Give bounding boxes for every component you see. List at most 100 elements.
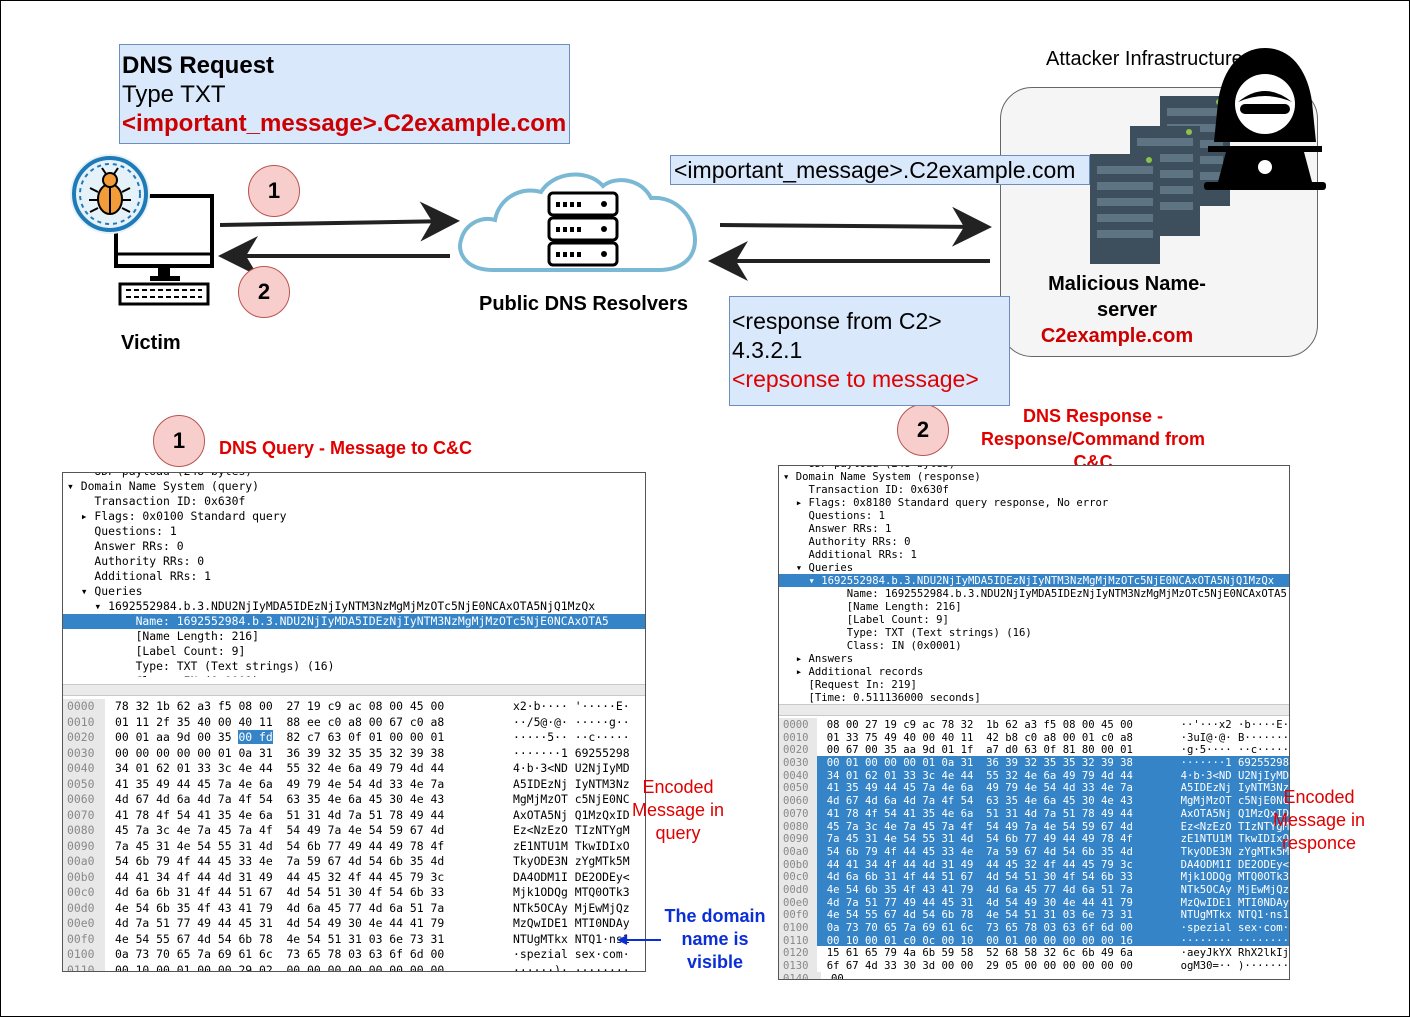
- tree-line[interactable]: Answer RRs: 1: [783, 523, 892, 535]
- tree-line[interactable]: [Label Count: 9]: [67, 644, 246, 658]
- query-capture-panel: UDP payload (248 bytes)▾ Domain Name Sys…: [62, 472, 646, 972]
- step-badge-2-top: 2: [238, 266, 290, 318]
- tree-line[interactable]: ▸ Flags: 0x0100 Standard query: [67, 509, 287, 523]
- tree-line[interactable]: ▾ Queries: [67, 584, 143, 598]
- tree-line[interactable]: [Time: 0.511136000 seconds]: [783, 692, 981, 704]
- tree-line[interactable]: Transaction ID: 0x630f: [67, 494, 246, 508]
- tree-line[interactable]: ▾ Queries: [783, 562, 854, 574]
- hex-ascii: ·······1 69255298: [1172, 756, 1289, 769]
- hex-ascii: ··/5@·@· ·····g··: [513, 714, 630, 729]
- tree-line[interactable]: Questions: 1: [67, 524, 177, 538]
- tree-line[interactable]: ▸ Flags: 0x8180 Standard query response,…: [783, 497, 1109, 509]
- tree-line[interactable]: Transaction ID: 0x630f: [783, 484, 949, 496]
- hex-offset: 00c0: [63, 885, 105, 901]
- tree-line[interactable]: Class: IN (0x0001): [783, 640, 962, 652]
- tree-line[interactable]: ▸ Answers: [783, 653, 854, 665]
- response-pane-divider[interactable]: [779, 704, 1289, 716]
- tree-line[interactable]: Answer RRs: 0: [67, 539, 184, 553]
- hex-offset: 00a0: [779, 844, 817, 858]
- hex-offset: 0020: [63, 730, 105, 746]
- tree-line[interactable]: Additional RRs: 1: [783, 549, 917, 561]
- hex-bytes: 41 35 49 44 45 7a 4e 6a 49 79 4e 54 4d 3…: [115, 776, 445, 791]
- tree-line[interactable]: ▾ 1692552984.b.3.NDU2NjIyMDA5IDEzNjIyNTM…: [67, 599, 596, 613]
- tree-line[interactable]: Authority RRs: 0: [67, 554, 205, 568]
- tree-line[interactable]: [Name Length: 216]: [67, 629, 260, 643]
- hex-offset: 0080: [63, 823, 105, 839]
- tree-line[interactable]: ▸ Additional records: [783, 666, 924, 678]
- tree-line[interactable]: Type: TXT (Text strings) (16): [783, 627, 1032, 639]
- nameserver-domain: C2example.com: [1040, 325, 1194, 347]
- hex-bytes: 4e 54 6b 35 4f 43 41 79 4d 6a 45 77 4d 6…: [816, 882, 1173, 896]
- encoded-response-line2: Message in: [1272, 810, 1366, 830]
- hex-offset: 0080: [779, 819, 817, 833]
- tree-line[interactable]: Additional RRs: 1: [67, 569, 212, 583]
- hex-ascii: ·spezial sex·com·: [1172, 921, 1289, 934]
- victim-label: Victim: [121, 332, 181, 354]
- query-pane-divider[interactable]: [63, 684, 645, 696]
- tree-line[interactable]: Questions: 1: [783, 510, 886, 522]
- hex-offset: 00f0: [779, 908, 817, 921]
- hex-offset: 00b0: [63, 869, 105, 885]
- hex-offset: 0060: [63, 792, 105, 808]
- tree-line[interactable]: Type: TXT (Text strings) (16): [67, 659, 335, 673]
- step-badge-1-top: 1: [248, 165, 300, 217]
- tree-line[interactable]: [Name Length: 216]: [783, 601, 962, 613]
- tree-line[interactable]: Class: IN (0x0001): [63, 674, 645, 677]
- tree-line[interactable]: UDP payload (248 bytes): [63, 473, 645, 479]
- tree-line[interactable]: Name: 1692552984.b.3.NDU2NjIyMDA5IDEzNjI…: [783, 588, 1287, 600]
- tree-line[interactable]: Name: 1692552984.b.3.NDU2NjIyMDA5IDEzNjI…: [63, 614, 645, 629]
- hex-bytes: 78 32 1b 62 a3 f5 08 00 27 19 c9 ac 08 0…: [115, 699, 445, 713]
- tree-line[interactable]: ▾ Domain Name System (query): [67, 479, 260, 493]
- tree-line[interactable]: [Request In: 219]: [783, 679, 917, 691]
- tree-line[interactable]: Authority RRs: 0: [783, 536, 911, 548]
- tree-line[interactable]: UDP payload (248 bytes): [779, 466, 1289, 470]
- hex-bytes: 00 00 00 00 00 01 0a 31 36 39 32 35 35 3…: [115, 745, 445, 760]
- hex-ascii: NTUgMTkx NTQ1·ns1: [513, 931, 630, 946]
- tree-line[interactable]: ▾ 1692552984.b.3.NDU2NjIyMDA5IDEzNjIyNTM…: [779, 574, 1289, 587]
- tree-line[interactable]: ▾ Domain Name System (response): [783, 471, 981, 483]
- tree-line[interactable]: [Label Count: 9]: [783, 614, 949, 626]
- hex-bytes: 4e 54 55 67 4d 54 6b 78 4e 54 51 31 03 6…: [816, 908, 1173, 921]
- hex-bytes: 08 00 27 19 c9 ac 78 32 1b 62 a3 f5 08 0…: [826, 719, 1133, 731]
